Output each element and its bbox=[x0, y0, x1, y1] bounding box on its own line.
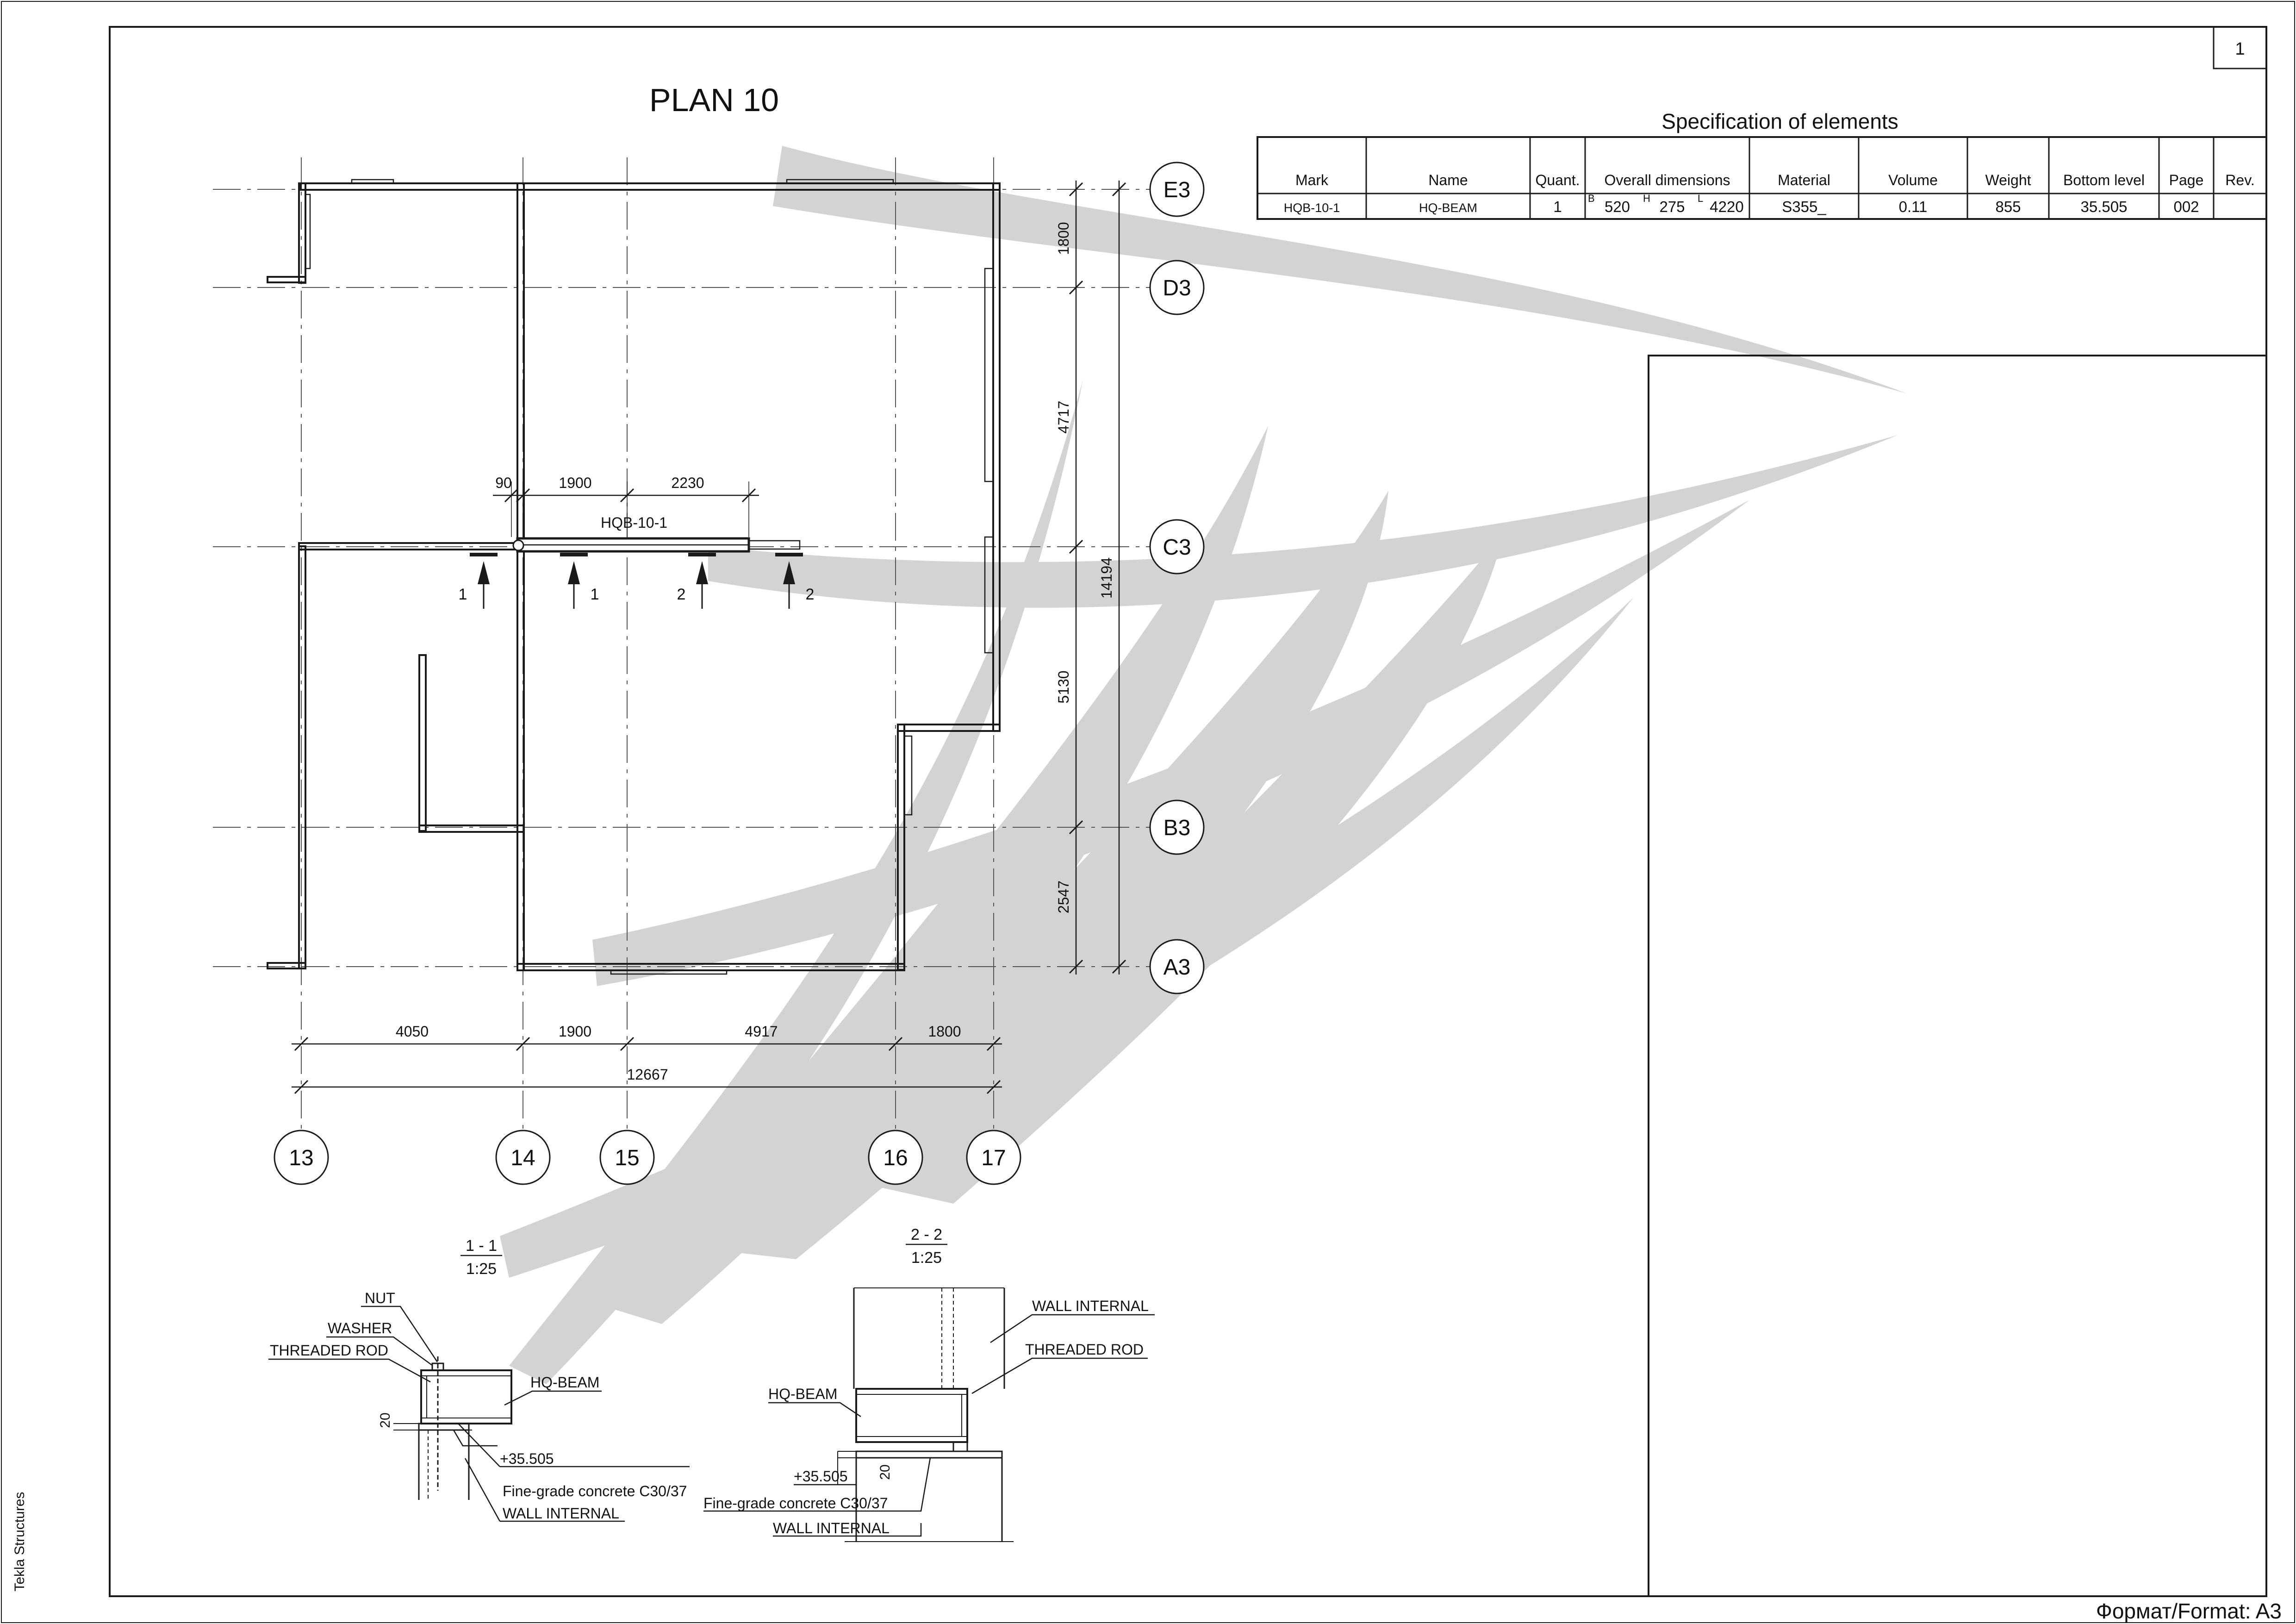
section-2-wall-top-label: WALL INTERNAL bbox=[1032, 1298, 1149, 1314]
spec-header-8: Bottom level bbox=[2063, 172, 2145, 188]
axis-label: E3 bbox=[1164, 178, 1191, 202]
format-label: Формат/Format: A3 bbox=[2096, 1599, 2282, 1623]
section-1-scale: 1:25 bbox=[466, 1260, 497, 1278]
section-mark-label: 2 bbox=[677, 586, 686, 603]
spec-header-6: Volume bbox=[1888, 172, 1938, 188]
spec-header-5: Material bbox=[1778, 172, 1830, 188]
spec-cell: 1 bbox=[1553, 198, 1562, 215]
section-1-concrete-label: Fine-grade concrete C30/37 bbox=[503, 1483, 687, 1499]
axis-label: 15 bbox=[615, 1146, 639, 1170]
section-2-threaded-rod-label: THREADED ROD bbox=[1025, 1341, 1144, 1358]
dimension-value: 2547 bbox=[1055, 881, 1072, 913]
axis-bubble-d3 bbox=[1149, 260, 1205, 315]
walls bbox=[267, 179, 1001, 975]
axis-bubble-14 bbox=[495, 1130, 551, 1185]
dimension-value: 4717 bbox=[1055, 400, 1072, 433]
section-2-level-label: +35.505 bbox=[794, 1468, 848, 1485]
dimension-value: 2230 bbox=[671, 475, 704, 491]
section-1-1: 1 - 1 1:25 NUT WASHER THREADED ROD HQ-BE… bbox=[268, 1237, 690, 1522]
axis-label: C3 bbox=[1163, 535, 1191, 560]
axis-bubble-b3 bbox=[1149, 800, 1205, 855]
axis-bubble-16 bbox=[868, 1130, 923, 1185]
section-mark-label: 1 bbox=[459, 586, 467, 603]
spec-header-9: Page bbox=[2169, 172, 2204, 188]
axis-label: 14 bbox=[510, 1146, 535, 1170]
spec-dim-prefix: B bbox=[1588, 193, 1595, 204]
dimension-total: 14194 bbox=[1098, 557, 1115, 599]
software-label: Tekla Structures bbox=[12, 1492, 27, 1591]
sheet-number: 1 bbox=[2235, 39, 2245, 59]
spec-cell: S355_ bbox=[1782, 198, 1826, 215]
section-2-wall-label: WALL INTERNAL bbox=[773, 1520, 890, 1537]
axis-label: 16 bbox=[883, 1146, 908, 1170]
dimension-value: 1900 bbox=[559, 475, 591, 491]
axis-bubble-e3 bbox=[1149, 162, 1205, 217]
watermark-logo bbox=[500, 146, 1907, 1384]
dimension-lines: 4050 1900 4917 1800 12667 1800 4717 5130 2547 141… bbox=[292, 181, 1126, 1094]
section-1-nut-label: NUT bbox=[365, 1290, 395, 1306]
axis-bubble-13 bbox=[274, 1130, 329, 1185]
dimension-total: 12667 bbox=[627, 1066, 668, 1083]
spec-cell: 002 bbox=[2173, 198, 2199, 215]
spec-table-title: Specification of elements bbox=[1661, 109, 1898, 133]
dimension-value: 5130 bbox=[1055, 670, 1072, 703]
axis-label: B3 bbox=[1164, 816, 1191, 840]
dimension-value: 90 bbox=[495, 475, 512, 491]
spec-dim-prefix: L bbox=[1698, 193, 1703, 204]
section-2-title: 2 - 2 bbox=[911, 1226, 942, 1243]
axis-bubble-15 bbox=[599, 1130, 655, 1185]
axis-bubble-c3 bbox=[1149, 519, 1205, 575]
axis-bubble-17 bbox=[966, 1130, 1021, 1185]
section-1-hq-beam-label: HQ-BEAM bbox=[530, 1374, 599, 1391]
spec-dim-value: 520 bbox=[1605, 198, 1630, 215]
spec-cell: 0.11 bbox=[1899, 198, 1928, 215]
spec-cell: 855 bbox=[1995, 198, 2021, 215]
spec-header-7: Weight bbox=[1985, 172, 2031, 188]
axis-label: 17 bbox=[981, 1146, 1006, 1170]
spec-header-3: Quant. bbox=[1535, 172, 1580, 188]
spec-header-2: Name bbox=[1428, 172, 1468, 188]
section-mark-label: 2 bbox=[806, 586, 815, 603]
page-title: PLAN 10 bbox=[649, 82, 779, 118]
specification-table: Specification of elements Mark Name Quant.… bbox=[1257, 109, 2267, 220]
axis-label: D3 bbox=[1163, 276, 1191, 300]
spec-dim-prefix: H bbox=[1643, 193, 1650, 204]
spec-header-10: Rev. bbox=[2225, 172, 2254, 188]
spec-cell: HQ-BEAM bbox=[1419, 201, 1477, 215]
section-2-2: 2 - 2 1:25 WALL INTERNAL THREADED ROD HQ… bbox=[703, 1226, 1155, 1542]
section-2-hq-beam-label: HQ-BEAM bbox=[768, 1386, 837, 1402]
spec-dim-value: 275 bbox=[1659, 198, 1685, 215]
section-mark-label: 1 bbox=[591, 586, 599, 603]
dimension-value: 1900 bbox=[559, 1023, 591, 1040]
section-1-wall-label: WALL INTERNAL bbox=[503, 1505, 619, 1522]
section-cut-arrows: 1 1 2 2 bbox=[459, 553, 815, 609]
section-1-gap-dimension: 20 bbox=[378, 1412, 393, 1428]
spec-dim-value: 4220 bbox=[1710, 198, 1743, 215]
axis-label: A3 bbox=[1164, 955, 1191, 980]
beam-mark-label: HQB-10-1 bbox=[601, 514, 667, 531]
section-1-washer-label: WASHER bbox=[328, 1320, 392, 1337]
axis-bubble-a3 bbox=[1149, 939, 1205, 994]
dimension-value: 1800 bbox=[1055, 222, 1072, 255]
dimension-value: 1800 bbox=[928, 1023, 961, 1040]
section-2-concrete-label: Fine-grade concrete C30/37 bbox=[703, 1495, 888, 1512]
dimension-value: 4917 bbox=[745, 1023, 778, 1040]
spec-header-4: Overall dimensions bbox=[1604, 172, 1730, 188]
spec-cell: HQB-10-1 bbox=[1284, 201, 1340, 215]
spec-header-1: Mark bbox=[1295, 172, 1329, 188]
section-2-gap-dimension: 20 bbox=[877, 1464, 893, 1480]
hq-beam-hqb-10-1 bbox=[512, 537, 801, 553]
spec-cell: 35.505 bbox=[2081, 198, 2128, 215]
dimension-value: 4050 bbox=[396, 1023, 429, 1040]
section-1-title: 1 - 1 bbox=[466, 1237, 497, 1255]
section-1-level-label: +35.505 bbox=[500, 1450, 554, 1467]
section-2-scale: 1:25 bbox=[911, 1249, 942, 1267]
axis-label: 13 bbox=[289, 1146, 313, 1170]
section-1-threaded-rod-label: THREADED ROD bbox=[270, 1342, 388, 1359]
